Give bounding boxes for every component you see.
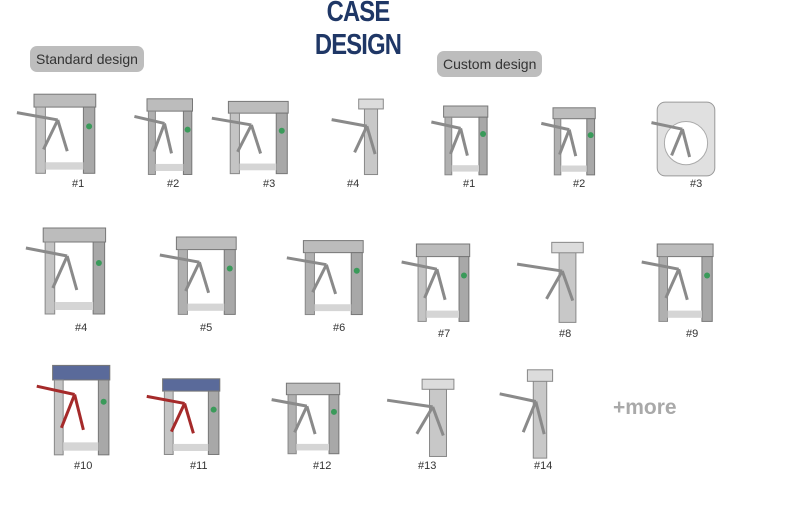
custom-design-badge: Custom design xyxy=(437,51,543,77)
design-number-label: #2 xyxy=(167,178,180,190)
design-number-label: #2 xyxy=(573,178,586,190)
turnstile-image xyxy=(640,235,726,330)
turnstile-image xyxy=(498,365,582,466)
design-number-label: #12 xyxy=(313,460,332,472)
turnstile-image xyxy=(400,235,482,330)
design-number-label: #4 xyxy=(75,322,88,334)
more-label: +more xyxy=(613,396,677,419)
turnstile-image xyxy=(650,98,722,185)
design-number-label: #3 xyxy=(690,178,703,190)
turnstile-image xyxy=(35,355,123,464)
design-number-label: #11 xyxy=(190,460,208,472)
turnstile-image xyxy=(133,90,203,183)
design-number-label: #3 xyxy=(263,178,276,190)
design-number-label: #5 xyxy=(200,322,213,334)
turnstile-image xyxy=(430,98,498,183)
design-number-label: #4 xyxy=(347,178,360,190)
design-number-label: #9 xyxy=(686,328,699,340)
turnstile-image xyxy=(145,370,233,463)
turnstile-image xyxy=(24,218,120,323)
design-number-label: #1 xyxy=(463,178,476,190)
design-number-label: #1 xyxy=(72,178,85,190)
design-number-label: #7 xyxy=(438,328,451,340)
turnstile-image xyxy=(210,93,302,182)
turnstile-image xyxy=(15,85,110,182)
turnstile-image xyxy=(540,100,605,183)
standard-design-badge: Standard design xyxy=(30,46,144,72)
design-number-label: #10 xyxy=(74,460,93,472)
design-number-label: #13 xyxy=(418,460,437,472)
turnstile-image xyxy=(285,232,377,323)
turnstile-image xyxy=(330,95,412,182)
design-number-label: #14 xyxy=(534,460,553,472)
turnstile-image xyxy=(385,375,491,464)
design-number-label: #6 xyxy=(333,322,346,334)
turnstile-image xyxy=(515,238,620,330)
turnstile-image xyxy=(158,228,250,323)
design-number-label: #8 xyxy=(559,328,572,340)
page-title: CASE DESIGN xyxy=(314,0,402,61)
turnstile-image xyxy=(270,375,352,462)
